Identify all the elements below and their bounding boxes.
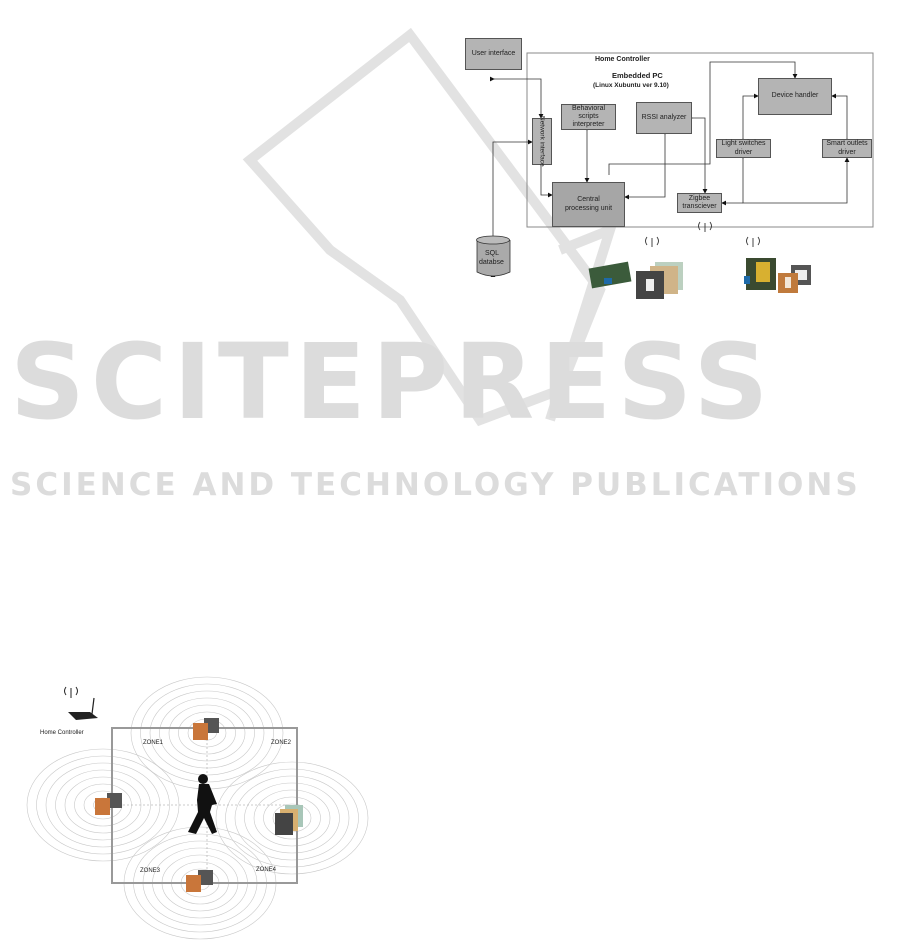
light-switches-driver-box: Light switches driver xyxy=(716,139,771,158)
home-controller-label: Home Controller xyxy=(595,56,650,63)
database-label: databse xyxy=(479,259,504,266)
zigbee-box: Zigbee transciever xyxy=(677,193,722,213)
router-icon xyxy=(64,686,98,720)
zone1-label: ZONE1 xyxy=(143,740,164,746)
watermark-brand: SCITEPRESS xyxy=(10,321,775,443)
cpu-box: Central processing unit xyxy=(552,182,625,227)
signal-ring xyxy=(55,769,151,841)
smart-outlets-driver-box: Smart outlets driver xyxy=(822,139,872,158)
signal-ring xyxy=(263,796,321,840)
person-icon xyxy=(188,774,217,834)
antenna-icon xyxy=(698,221,712,232)
wireless-antenna-icons xyxy=(645,221,760,247)
switch-outlet-icons xyxy=(95,718,303,892)
device-handler-box: Device handler xyxy=(758,78,832,115)
signal-ring xyxy=(36,755,170,855)
home-controller-caption: Home Controller xyxy=(40,730,84,736)
zone2-label: ZONE2 xyxy=(271,740,292,746)
rssi-analyzer-box: RSSI analyzer xyxy=(636,102,692,134)
signal-ring xyxy=(234,775,350,861)
zone3-label: ZONE3 xyxy=(140,868,161,874)
signal-ring xyxy=(244,782,340,854)
signal-ring xyxy=(178,711,236,755)
sql-label: SQL xyxy=(485,250,500,257)
antenna-icon xyxy=(746,236,760,247)
sql-database-icon xyxy=(476,235,511,277)
os-label: (Linux Xubuntu ver 9.10) xyxy=(593,82,669,89)
zone4-label: ZONE4 xyxy=(256,867,277,873)
signal-ring xyxy=(253,789,331,847)
antenna-icon xyxy=(645,236,659,247)
embedded-pc-label: Embedded PC xyxy=(612,71,663,80)
user-interface-box: User interface xyxy=(465,38,522,70)
behavioral-scripts-box: Behavioral scripts interpreter xyxy=(561,104,616,130)
signal-ring xyxy=(225,768,359,868)
device-images-icon xyxy=(588,258,811,299)
network-interface-label: Network interface xyxy=(538,116,546,167)
watermark-tagline: SCIENCE AND TECHNOLOGY PUBLICATIONS xyxy=(10,467,861,503)
signal-ring xyxy=(215,761,369,875)
network-interface-box: Network interface xyxy=(532,116,552,167)
